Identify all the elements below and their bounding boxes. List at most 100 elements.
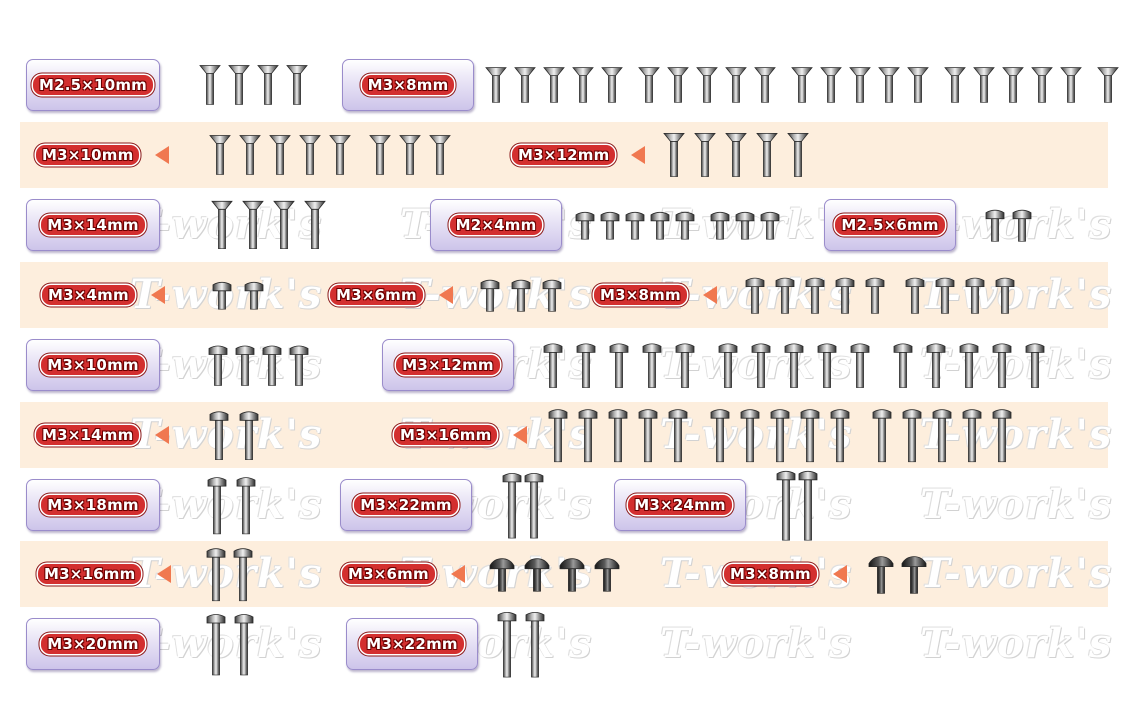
- button-screw: [212, 281, 232, 310]
- flat-screw: [667, 67, 689, 103]
- pointer-arrow-icon: [513, 426, 528, 444]
- watermark-text: T-work's: [920, 550, 1113, 597]
- button-screw: [872, 409, 892, 463]
- flat-screw: [601, 67, 623, 103]
- button-screw: [524, 473, 544, 539]
- button-screw: [760, 211, 780, 240]
- flange-screw: [594, 558, 620, 592]
- watermark-text: T-work's: [660, 201, 853, 248]
- size-tag: M3×6mm: [342, 548, 465, 600]
- size-label: M3×20mm: [41, 634, 145, 654]
- pointer-arrow-icon: [150, 286, 165, 304]
- flat-screw: [304, 200, 326, 250]
- flat-screw: [329, 135, 351, 175]
- flat-screw: [257, 65, 279, 105]
- button-screw: [208, 345, 228, 386]
- button-screw: [497, 612, 517, 678]
- button-screw: [207, 477, 227, 535]
- button-screw: [206, 614, 226, 676]
- flat-screw: [1002, 67, 1024, 103]
- button-screw: [965, 277, 985, 314]
- button-screw: [710, 211, 730, 240]
- flat-screw: [269, 135, 291, 175]
- button-screw: [262, 345, 282, 386]
- size-tag: M3×12mm: [382, 339, 514, 391]
- button-screw: [608, 409, 628, 463]
- size-label: M3×8mm: [361, 75, 455, 95]
- size-tag: M3×8mm: [594, 269, 717, 321]
- button-screw: [675, 343, 695, 388]
- button-screw: [740, 409, 760, 463]
- watermark-text: T-work's: [130, 481, 323, 528]
- button-screw: [905, 277, 925, 314]
- button-screw: [525, 612, 545, 678]
- flat-screw: [878, 67, 900, 103]
- button-screw: [543, 343, 563, 388]
- button-screw: [800, 409, 820, 463]
- button-screw: [600, 211, 620, 240]
- size-tag: M3×10mm: [26, 339, 160, 391]
- flat-screw: [694, 133, 716, 177]
- pointer-arrow-icon: [157, 565, 172, 583]
- pointer-arrow-icon: [832, 565, 847, 583]
- button-screw: [770, 409, 790, 463]
- button-screw: [962, 409, 982, 463]
- button-screw: [638, 409, 658, 463]
- pointer-arrow-icon: [438, 286, 453, 304]
- button-screw: [625, 211, 645, 240]
- button-screw: [236, 477, 256, 535]
- size-tag: M3×8mm: [342, 59, 474, 111]
- watermark-text: T-work's: [130, 620, 323, 667]
- size-label: M3×22mm: [354, 495, 458, 515]
- button-screw: [992, 343, 1012, 388]
- button-screw: [511, 279, 531, 312]
- size-label: M3×8mm: [594, 285, 687, 305]
- size-tag: M3×16mm: [38, 548, 172, 600]
- button-screw: [902, 409, 922, 463]
- button-screw: [995, 277, 1015, 314]
- button-screw: [775, 277, 795, 314]
- flat-screw: [907, 67, 929, 103]
- size-label: M3×4mm: [42, 285, 135, 305]
- button-screw: [542, 279, 562, 312]
- flat-screw: [663, 133, 685, 177]
- size-label: M3×10mm: [41, 355, 145, 375]
- flat-screw: [754, 67, 776, 103]
- flat-screw: [1097, 67, 1119, 103]
- size-label: M3×18mm: [41, 495, 145, 515]
- watermark-text: T-work's: [920, 341, 1113, 388]
- size-tag: M3×24mm: [614, 479, 746, 531]
- size-label: M3×22mm: [360, 634, 464, 654]
- button-screw: [850, 343, 870, 388]
- flange-screw: [868, 556, 894, 594]
- pointer-arrow-icon: [702, 286, 717, 304]
- flat-screw: [787, 133, 809, 177]
- pointer-arrow-icon: [155, 146, 170, 164]
- flat-screw: [1031, 67, 1053, 103]
- size-label: M3×12mm: [396, 355, 500, 375]
- flat-screw: [209, 135, 231, 175]
- size-tag: M3×8mm: [724, 548, 847, 600]
- button-screw: [209, 411, 229, 460]
- watermark-text: T-work's: [920, 481, 1113, 528]
- size-label: M3×16mm: [394, 425, 498, 445]
- button-screw: [235, 345, 255, 386]
- flange-screw: [901, 556, 927, 594]
- size-tag: M3×10mm: [36, 129, 170, 181]
- flat-screw: [725, 67, 747, 103]
- row-band: [20, 541, 1108, 607]
- size-tag: M2×4mm: [430, 199, 562, 251]
- flat-screw: [756, 133, 778, 177]
- size-tag: M2.5×10mm: [26, 59, 160, 111]
- size-tag: M3×6mm: [330, 269, 453, 321]
- flat-screw: [239, 135, 261, 175]
- size-tag: M2.5×6mm: [824, 199, 956, 251]
- watermark-text: T-work's: [920, 620, 1113, 667]
- button-screw: [650, 211, 670, 240]
- size-tag: M3×16mm: [394, 409, 528, 461]
- flange-screw: [559, 558, 585, 592]
- button-screw: [935, 277, 955, 314]
- button-screw: [817, 343, 837, 388]
- button-screw: [926, 343, 946, 388]
- button-screw: [932, 409, 952, 463]
